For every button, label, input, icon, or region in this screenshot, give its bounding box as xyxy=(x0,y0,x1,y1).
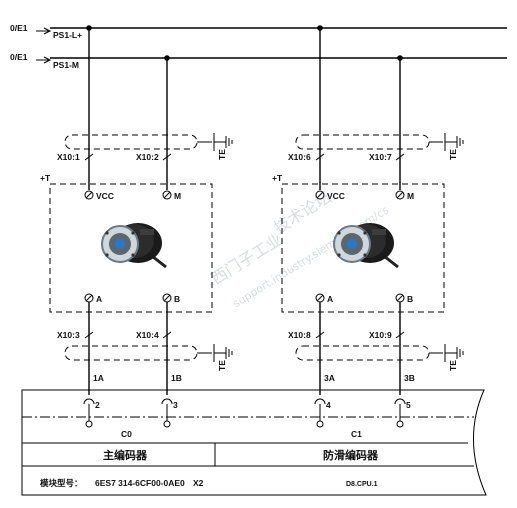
module-outline xyxy=(21,389,487,496)
shield-ground-icon xyxy=(444,133,464,151)
shield-label: TE xyxy=(217,360,227,371)
input-terminal: 5 xyxy=(394,398,411,428)
terminal-label: X10:8 xyxy=(288,330,311,340)
wire-label: 1A xyxy=(93,373,104,383)
terminal-label: X10:9 xyxy=(369,330,392,340)
pin-label: B xyxy=(407,294,413,304)
watermark-line2: 技术论坛 xyxy=(270,187,334,237)
bus-m-name: PS1-M xyxy=(53,60,79,70)
encoder-box-2 xyxy=(281,183,445,313)
module-part-number: 6ES7 314-6CF00-0AE0 xyxy=(95,478,185,488)
module-slot: X2 xyxy=(193,478,204,488)
shield-label: TE xyxy=(448,360,458,371)
cable-shield-bottom-1 xyxy=(64,345,198,361)
bus-l-plus: 0/E1 PS1-L+ xyxy=(10,23,507,40)
encoder-group-1: TE X10:1 X10:2 +T VCC M A xyxy=(40,25,233,395)
cable-shield-top-2 xyxy=(295,134,430,150)
shield-ground-icon xyxy=(213,344,233,362)
terminal-label: X10:6 xyxy=(288,152,311,162)
pin-label: VCC xyxy=(96,191,114,201)
terminal-label: X10:2 xyxy=(136,152,159,162)
bus-m: 0/E1 PS1-M xyxy=(10,52,507,70)
bus-m-ref: 0/E1 xyxy=(10,52,28,62)
junction-dot xyxy=(86,25,92,31)
module-block: 2 3 4 5 C0 C1 主编码器 防滑编码器 模块型号： 6ES7 314-… xyxy=(21,389,487,496)
wire-label: 3B xyxy=(404,373,415,383)
input-terminal: 3 xyxy=(161,398,178,428)
shield-ground-icon xyxy=(213,133,233,151)
rotary-encoder-icon xyxy=(101,223,167,269)
terminal-label: X10:3 xyxy=(57,330,80,340)
wire-label: 1B xyxy=(171,373,182,383)
junction-dot xyxy=(317,25,323,31)
pin-label: VCC xyxy=(327,191,345,201)
channel-label: C1 xyxy=(351,429,362,439)
device-tag: +T xyxy=(40,173,51,183)
pin-label: B xyxy=(174,294,180,304)
cable-shield-top-1 xyxy=(64,134,198,150)
module-ref: D8.CPU.1 xyxy=(346,481,378,488)
bus-l-ref: 0/E1 xyxy=(10,23,28,33)
terminal-label: X10:7 xyxy=(369,152,392,162)
channel-label: C0 xyxy=(121,429,132,439)
encoder-name: 防滑编码器 xyxy=(323,448,379,462)
input-terminal: 2 xyxy=(83,398,100,428)
encoder-name: 主编码器 xyxy=(103,448,148,462)
terminal-label: X10:4 xyxy=(136,330,159,340)
bus-l-name: PS1-L+ xyxy=(53,30,82,40)
rotary-encoder-icon xyxy=(333,223,399,269)
wire-label: 3A xyxy=(324,373,335,383)
pin-label: A xyxy=(327,294,333,304)
terminal-label: X10:1 xyxy=(57,152,80,162)
input-number: 3 xyxy=(173,400,178,410)
shield-label: TE xyxy=(217,149,227,160)
encoder-group-2: TE X10:6 X10:7 +T VCC M A xyxy=(272,25,464,395)
junction-dot xyxy=(164,55,170,61)
cable-shield-bottom-2 xyxy=(295,345,430,361)
shield-label: TE xyxy=(448,149,458,160)
pin-label: A xyxy=(96,294,102,304)
input-number: 2 xyxy=(95,400,100,410)
junction-dot xyxy=(397,55,403,61)
module-type-label: 模块型号： xyxy=(40,478,83,489)
pin-label: M xyxy=(407,191,414,201)
pin-label: M xyxy=(174,191,181,201)
input-number: 4 xyxy=(326,400,331,410)
shield-ground-icon xyxy=(444,344,464,362)
input-terminal: 4 xyxy=(314,398,331,428)
encoder-box-1 xyxy=(49,183,213,313)
input-number: 5 xyxy=(406,400,411,410)
device-tag: +T xyxy=(272,173,283,183)
